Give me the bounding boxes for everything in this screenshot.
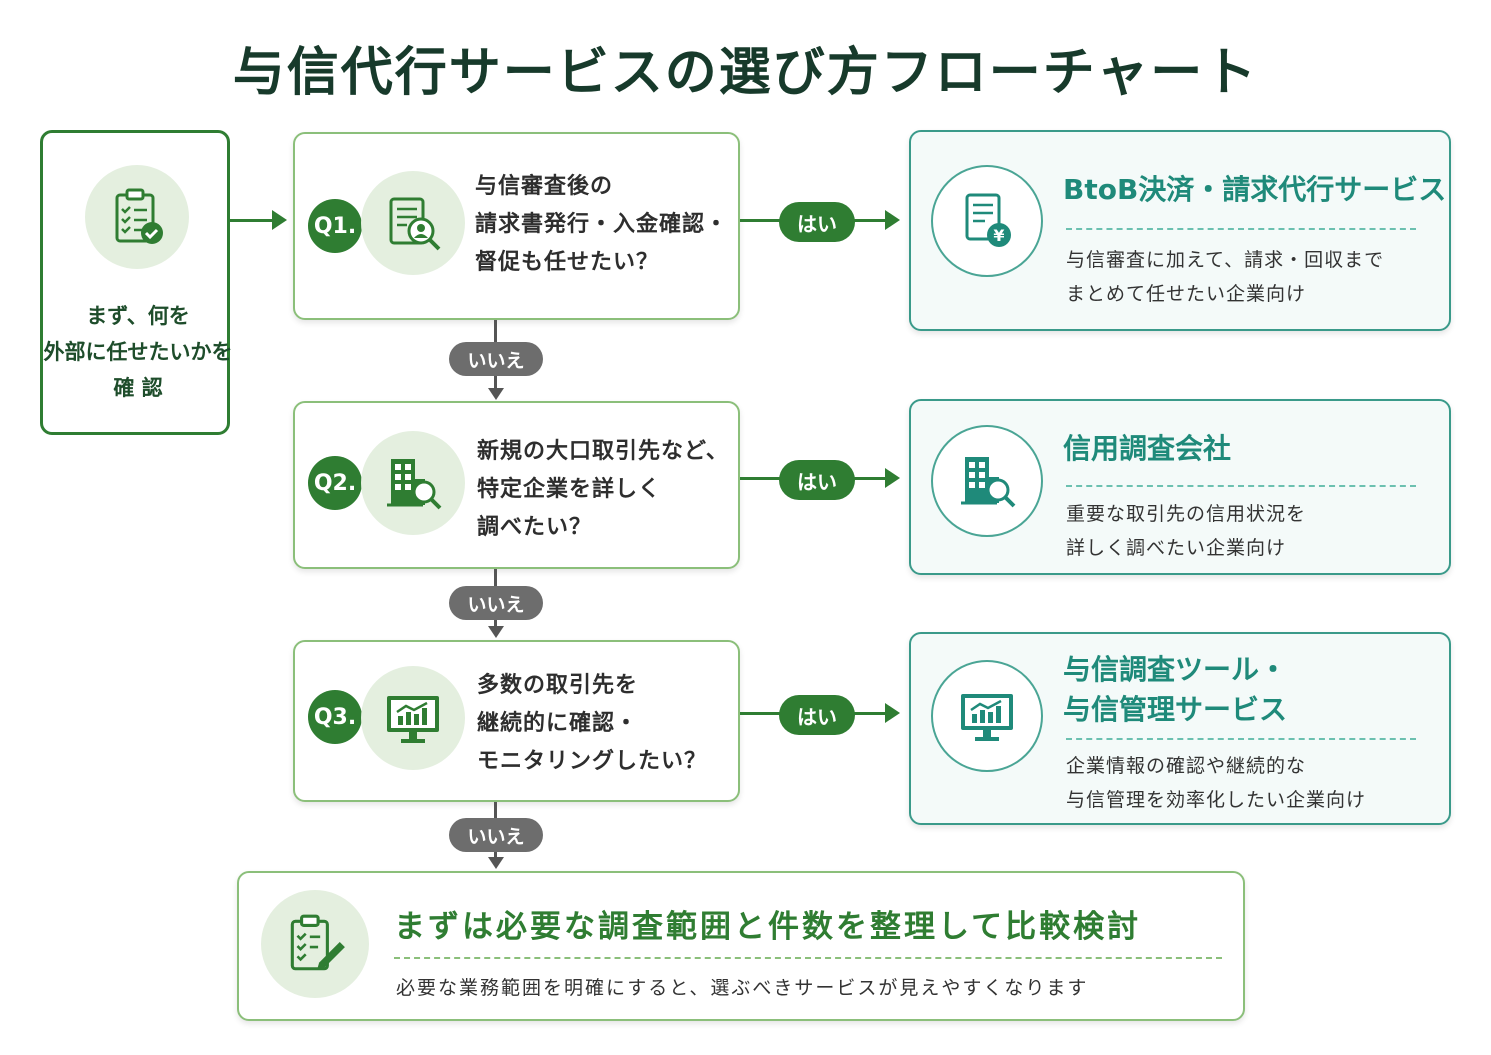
no-label-q1: いいえ: [449, 342, 543, 376]
result-desc-credit-tool: 企業情報の確認や継続的な 与信管理を効率化したい企業向け: [1066, 755, 1367, 811]
no-label-q2: いいえ: [449, 586, 543, 620]
result-desc-credit-research: 重要な取引先の信用状況を 詳しく調べたい企業向け: [1066, 503, 1307, 559]
result-box-credit-tool: 与信調査ツール・ 与信管理サービス 企業情報の確認や継続的な 与信管理を効率化し…: [909, 632, 1451, 825]
q1-text: 与信審査後の 請求書発行・入金確認・ 督促も任せたい？: [475, 174, 729, 275]
building-search-icon: [931, 425, 1043, 537]
q2-text: 新規の大口取引先など、 特定企業を詳しく 調べたい？: [477, 439, 729, 540]
no-arrow-q2: [488, 626, 504, 638]
start-arrow: [272, 210, 287, 230]
final-desc: 必要な業務範囲を明確にすると、選ぶべきサービスが見えやすくなります: [396, 977, 1089, 999]
result-box-credit-research: 信用調査会社 重要な取引先の信用状況を 詳しく調べたい企業向け: [909, 399, 1451, 575]
q3-text: 多数の取引先を 継続的に確認・ モニタリングしたい？: [477, 673, 708, 774]
no-arrow-q1: [488, 388, 504, 400]
start-connector: [230, 219, 273, 222]
final-title: まずは必要な調査範囲と件数を整理して比較検討: [394, 909, 1142, 945]
no-arrow-q3: [488, 857, 504, 869]
clipboard-check-icon: [85, 165, 189, 269]
document-person-search-icon: [361, 171, 465, 275]
question-box-q2: Q2. 新規の大口取引先など、 特定企業を詳しく 調べたい？: [293, 401, 740, 569]
svg-text:¥: ¥: [993, 226, 1004, 245]
result-title-credit-research: 信用調査会社: [1063, 432, 1232, 465]
start-box: まず、何を 外部に任せたいかを 確 認: [40, 130, 233, 435]
building-search-icon: [361, 431, 465, 535]
no-label-q3: いいえ: [449, 818, 543, 852]
result-title-btob: BtoB決済・請求代行サービス: [1063, 173, 1447, 206]
q2-badge: Q2.: [308, 456, 362, 510]
result-divider-credit-research: [1066, 485, 1416, 487]
yes-label-q2: はい: [779, 460, 855, 500]
yes-arrow-q3: [885, 703, 900, 723]
q1-badge: Q1.: [308, 199, 362, 253]
final-divider: [394, 957, 1222, 959]
clipboard-pen-icon: [261, 890, 369, 998]
result-box-btob: ¥ BtoB決済・請求代行サービス 与信審査に加えて、請求・回収まで まとめて任…: [909, 130, 1451, 331]
monitor-chart-icon: [361, 666, 465, 770]
result-divider-credit-tool: [1066, 738, 1416, 740]
yes-arrow-q2: [885, 468, 900, 488]
question-box-q1: Q1. 与信審査後の 請求書発行・入金確認・ 督促も任せたい？: [293, 132, 740, 320]
result-desc-btob: 与信審査に加えて、請求・回収まで まとめて任せたい企業向け: [1066, 249, 1385, 305]
q3-badge: Q3.: [308, 690, 362, 744]
monitor-chart-icon: [931, 660, 1043, 772]
result-divider-btob: [1066, 228, 1416, 230]
result-title-credit-tool: 与信調査ツール・ 与信管理サービス: [1063, 653, 1288, 726]
final-box: まずは必要な調査範囲と件数を整理して比較検討 必要な業務範囲を明確にすると、選ぶ…: [237, 871, 1245, 1021]
invoice-yen-icon: ¥: [931, 165, 1043, 277]
start-instruction: まず、何を 外部に任せたいかを 確 認: [43, 304, 233, 400]
question-box-q3: Q3. 多数の取引先を 継続的に確認・ モニタリングしたい？: [293, 640, 740, 802]
page-title: 与信代行サービスの選び方フローチャート: [232, 43, 1259, 103]
yes-arrow-q1: [885, 210, 900, 230]
yes-label-q1: はい: [779, 202, 855, 242]
yes-label-q3: はい: [779, 695, 855, 735]
